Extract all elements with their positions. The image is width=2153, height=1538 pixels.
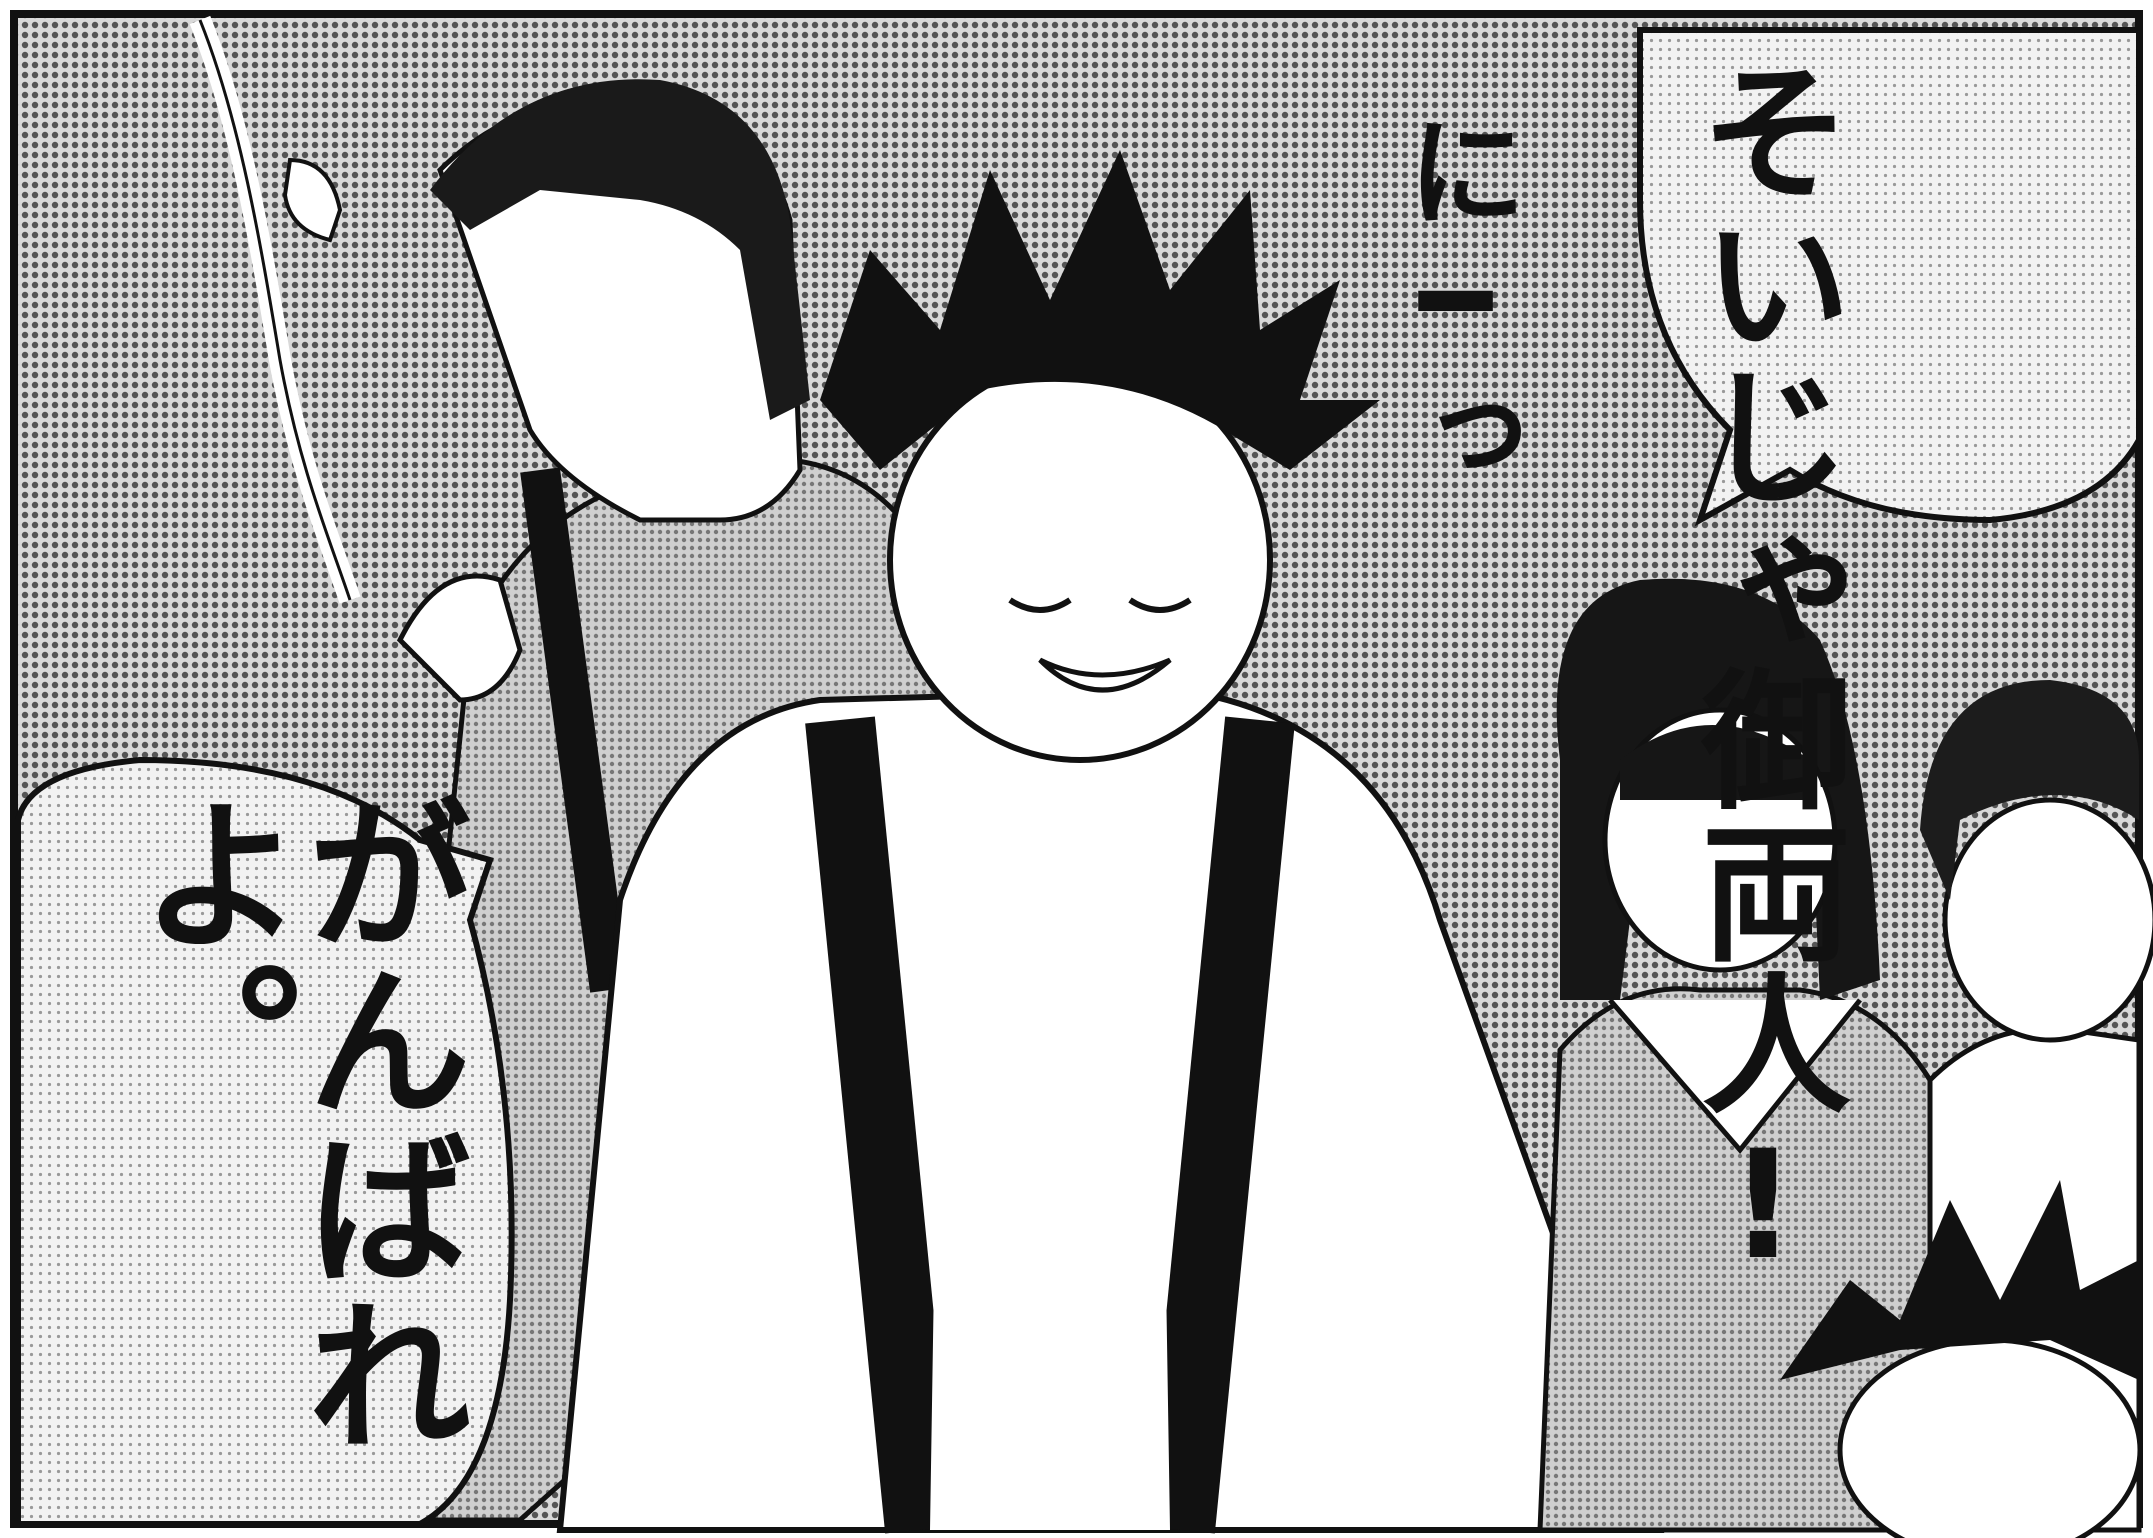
speech-bubble-right: [1637, 27, 2142, 527]
speech-text-left: がんばれよ。: [109, 790, 471, 1458]
character-boy: [1780, 1180, 2143, 1538]
sound-effect-text: に━っ: [1386, 110, 1525, 495]
character-long-haired-woman: [1537, 578, 1963, 1533]
sweat-mark-icon: [282, 157, 343, 243]
speech-text-right: そいじゃ御両人!: [1676, 55, 1850, 1295]
character-spiky-haired-man: [556, 150, 1665, 1534]
speech-bubble-left: [15, 756, 515, 1527]
